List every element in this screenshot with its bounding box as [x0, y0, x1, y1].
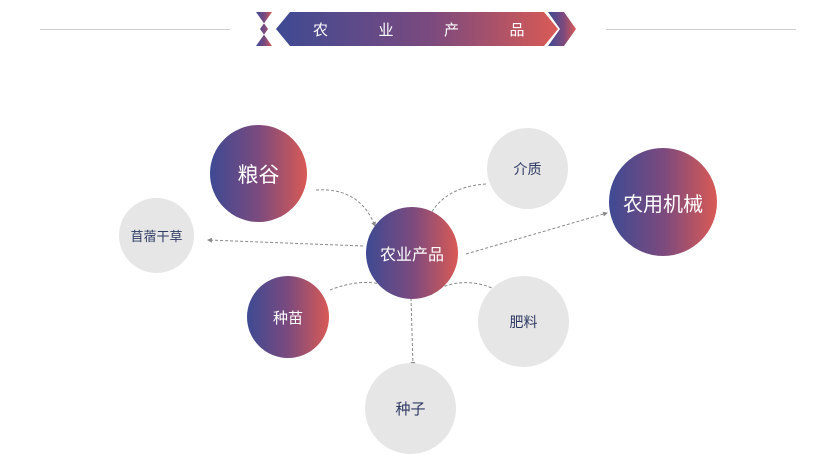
header-rule-right [606, 29, 796, 30]
node-label: 农业产品 [379, 245, 444, 264]
node-jiezhi: 介质 [487, 128, 568, 209]
node-feiliao: 肥料 [478, 276, 569, 367]
node-label: 种子 [395, 400, 426, 418]
node-muxu: 苜蓿干草 [119, 198, 194, 273]
node-zhongmiao: 种苗 [247, 276, 329, 358]
node-label: 介质 [513, 161, 542, 178]
banner-body [276, 12, 558, 46]
banner-title: 农 业 产 品 [290, 11, 548, 47]
node-label: 肥料 [509, 314, 538, 331]
node-center: 农业产品 [366, 207, 458, 299]
banner-title-char: 农 [312, 20, 329, 39]
node-zhongzi: 种子 [365, 363, 456, 454]
node-label: 农用机械 [623, 191, 703, 216]
title-banner [256, 12, 576, 46]
node-liangu: 粮谷 [210, 125, 307, 222]
banner-title-char: 产 [444, 20, 460, 39]
connector-nongyong [465, 211, 608, 255]
node-nongyong: 农用机械 [609, 148, 717, 256]
connector-feiliao [427, 282, 497, 296]
banner-left-chevron-icon [256, 12, 272, 46]
node-label: 种苗 [272, 308, 303, 327]
connector-muxu [207, 237, 364, 247]
connector-zhongzi [410, 297, 416, 367]
banner-title-char: 业 [378, 20, 394, 39]
banner-title-char: 品 [509, 20, 526, 39]
connector-liangu [315, 189, 376, 227]
header-rule-left [40, 29, 230, 30]
connector-jiezhi [426, 183, 487, 223]
node-label: 粮谷 [237, 162, 280, 187]
banner-right-chevron-icon [548, 12, 576, 46]
node-label: 苜蓿干草 [130, 230, 183, 245]
